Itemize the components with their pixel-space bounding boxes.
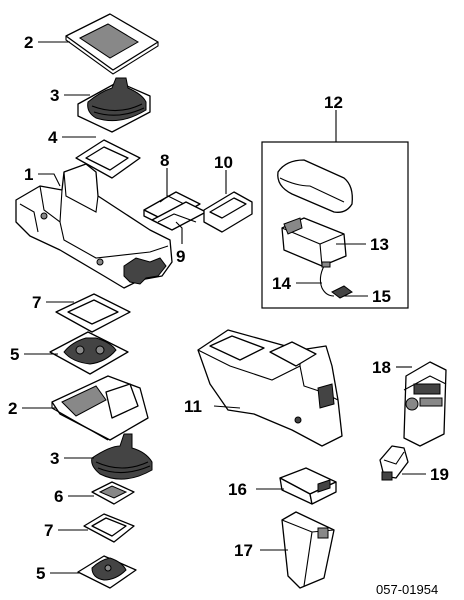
callout-14: 14 xyxy=(272,274,291,293)
callout-5-mid: 5 xyxy=(10,345,19,364)
part-13-compartment xyxy=(281,217,347,267)
callout-7-mid: 7 xyxy=(32,293,41,312)
callout-2-lower: 2 xyxy=(8,399,17,418)
callout-17: 17 xyxy=(234,541,253,560)
part-10-frame xyxy=(203,191,253,233)
part-11-center-console xyxy=(197,329,343,447)
callout-6: 6 xyxy=(54,487,63,506)
part-16-tray xyxy=(279,467,337,505)
callout-7-lower: 7 xyxy=(44,521,53,540)
part-3-lower-boot xyxy=(91,433,153,480)
callout-3-lower: 3 xyxy=(50,449,59,468)
callout-numbers: 2 3 4 1 8 9 10 12 13 14 15 7 5 2 11 18 3… xyxy=(8,33,449,583)
callout-5-lower: 5 xyxy=(36,564,45,583)
callout-4: 4 xyxy=(48,128,58,147)
part-7-mid-gasket xyxy=(55,293,131,333)
part-14-cable xyxy=(319,261,335,297)
part-7-lower-gasket xyxy=(83,513,135,543)
leader-lines xyxy=(22,41,426,574)
callout-11: 11 xyxy=(184,397,202,416)
part-2-lower-plate xyxy=(51,375,149,441)
part-18-control-panel xyxy=(403,361,447,447)
callout-15: 15 xyxy=(372,287,391,306)
part-6-trim-ring xyxy=(91,481,135,505)
part-2-top-plate xyxy=(65,13,159,75)
part-5-lower-base xyxy=(77,555,137,589)
callout-3-top: 3 xyxy=(50,86,59,105)
part-12-group-box xyxy=(261,141,409,309)
part-3-top-boot xyxy=(77,77,151,133)
part-4-gasket xyxy=(75,139,141,179)
part-17-cup-holder xyxy=(281,511,335,589)
part-5-mid-base xyxy=(49,331,129,375)
part-1-floor-console xyxy=(15,163,173,289)
callout-18: 18 xyxy=(372,358,391,377)
part-15-clip xyxy=(331,285,353,299)
callout-1: 1 xyxy=(24,165,33,184)
part-19-connector xyxy=(379,445,409,481)
reference-code: 057-01954 xyxy=(376,582,438,597)
callout-16: 16 xyxy=(228,480,247,499)
callout-19: 19 xyxy=(430,465,449,484)
callout-9: 9 xyxy=(176,247,185,266)
armrest-lid xyxy=(277,159,353,213)
callout-2-top: 2 xyxy=(24,33,33,52)
callout-10: 10 xyxy=(214,153,233,172)
callout-13: 13 xyxy=(370,235,389,254)
callout-12: 12 xyxy=(324,93,343,112)
callout-8: 8 xyxy=(160,151,169,170)
